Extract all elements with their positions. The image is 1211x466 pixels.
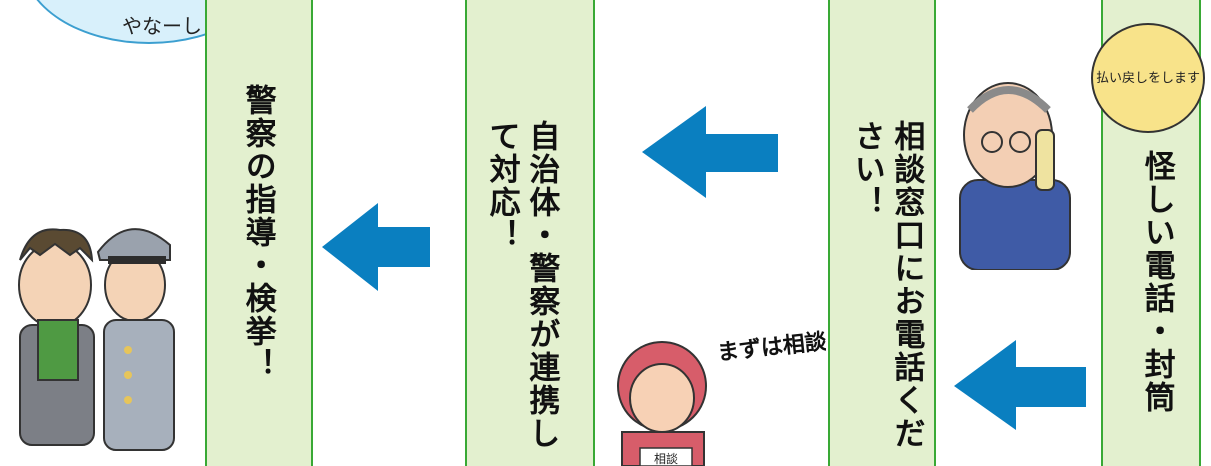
phone-call-illustration <box>959 82 1071 270</box>
step-panel-cooperation: 自治体・警察が連携して対応！ <box>465 0 595 466</box>
consult-caption: まずは相談を… <box>716 324 826 366</box>
step-text-consult: 相談窓口にお電話ください！ <box>848 120 925 450</box>
consult-desk-label: 相談 <box>654 451 678 466</box>
arrow-left-icon <box>642 106 778 198</box>
arrow-left-icon <box>322 203 430 291</box>
arrow-left-icon <box>954 340 1086 430</box>
step-panel-consult: 相談窓口にお電話ください！ <box>828 0 936 466</box>
speech-bubble-text: 払い戻しをします <box>1096 71 1200 86</box>
top-bubble-text: やなーし! <box>122 14 211 38</box>
consultation-woman-illustration: 相談 まずは相談を… <box>617 324 826 466</box>
speech-bubble: 払い戻しをします <box>1091 23 1205 133</box>
step-panel-police: 警察の指導・検挙！ <box>205 0 313 466</box>
step-text-suspicious: 怪しい電話・封筒 <box>1138 150 1175 414</box>
police-arrest-illustration <box>18 228 175 451</box>
step-text-police: 警察の指導・検挙！ <box>239 84 276 381</box>
step-text-cooperation: 自治体・警察が連携して対応！ <box>483 120 560 450</box>
